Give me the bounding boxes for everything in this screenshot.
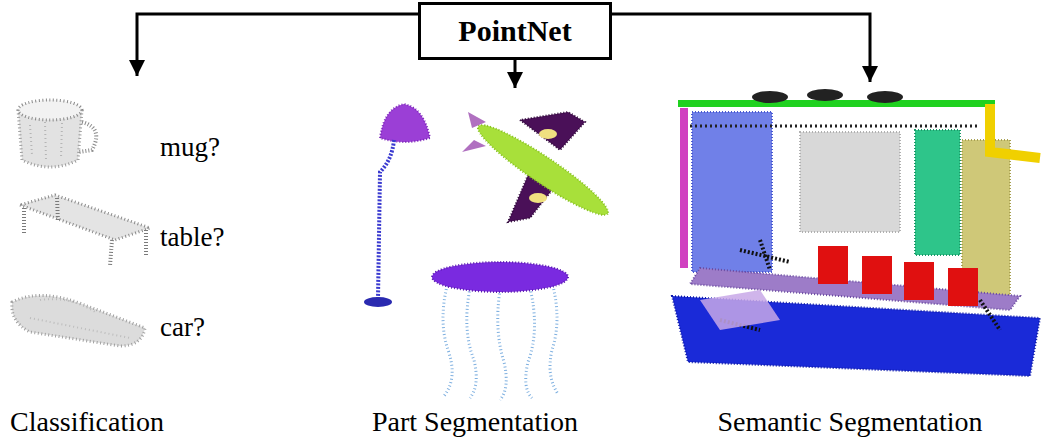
class-guess: car? xyxy=(160,312,205,343)
round-table-cloud xyxy=(432,262,568,400)
model-name: PointNet xyxy=(458,14,571,49)
task-caption: Part Segmentation xyxy=(372,406,578,438)
class-guess: mug? xyxy=(160,132,220,163)
room-scene-cloud xyxy=(672,89,1040,376)
model-box: PointNet xyxy=(418,2,612,60)
table-cloud xyxy=(20,195,150,266)
task-panel: Classification xyxy=(0,76,262,444)
task-panel: Semantic Segmentation xyxy=(655,82,1045,444)
airplane-cloud xyxy=(462,112,615,224)
task-caption: Classification xyxy=(10,406,164,438)
task-panel: Part Segmentation xyxy=(320,88,630,444)
car-cloud xyxy=(12,295,145,346)
mug-cloud xyxy=(18,100,96,167)
lamp-cloud xyxy=(364,104,430,307)
flow-arrow xyxy=(612,14,870,82)
task-caption: Semantic Segmentation xyxy=(717,406,982,438)
flow-arrow xyxy=(514,60,517,88)
class-guess: table? xyxy=(160,222,224,253)
flow-arrow xyxy=(137,14,418,76)
